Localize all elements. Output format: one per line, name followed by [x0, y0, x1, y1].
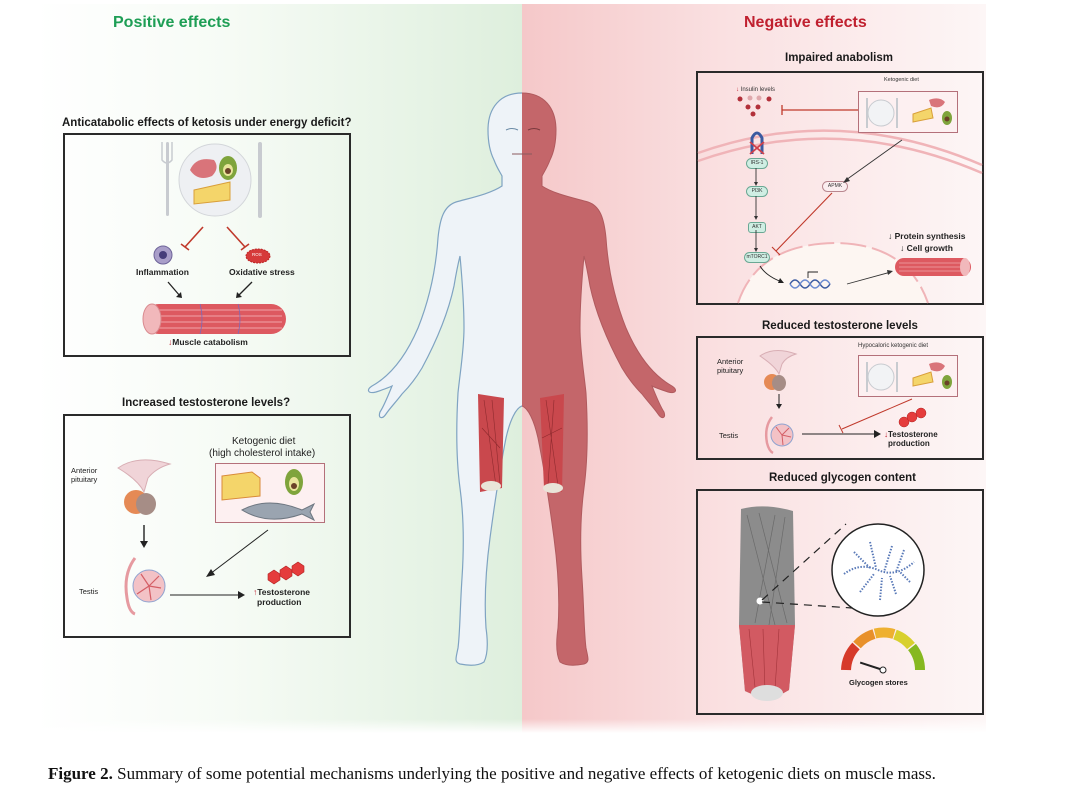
dna-transcription-icon: [759, 265, 831, 289]
human-body-illustration: [367, 92, 676, 666]
reduced-testosterone-panel: [696, 336, 984, 460]
insulin-levels-label: ↓ Insulin levels: [736, 87, 775, 93]
insulin-inhibition-line: [781, 105, 858, 115]
caption-text: Summary of some potential mechanisms und…: [112, 764, 936, 783]
gauge-needle: [859, 661, 884, 671]
ros-icon: [245, 248, 271, 264]
muscle-fiber-small-icon: [895, 258, 971, 276]
testis-to-testosterone-arrow: [170, 591, 245, 599]
testosterone-molecule-icon: [267, 561, 305, 585]
zoom-dashed-lines: [761, 523, 853, 609]
insulin-receptor-blocked-icon: [749, 131, 765, 155]
signaling-arrows: [754, 168, 758, 252]
reduced-glycogen-title: Reduced glycogen content: [769, 472, 916, 484]
testosterone-text: Testosterone: [888, 430, 938, 439]
diet-to-apmk-arrow: [843, 139, 903, 183]
negative-effects-header: Negative effects: [744, 14, 867, 31]
impaired-anabolism-title: Impaired anabolism: [785, 52, 894, 64]
positive-background: [36, 4, 522, 733]
ros-label: ROS: [252, 252, 262, 257]
down-arrow-icon: ↓: [736, 87, 739, 93]
figure-caption: Figure 2. Summary of some potential mech…: [48, 760, 1023, 787]
diet-to-testosterone-arrow: [206, 529, 269, 577]
plate-food-icon-2: [866, 362, 952, 392]
cell-growth-label: ↓ Cell growth: [900, 243, 953, 253]
anterior-text: Anterior: [71, 466, 98, 475]
converging-arrows: [167, 281, 253, 298]
cholesterol-foods-icon: [221, 469, 316, 522]
high-cholesterol-label: (high cholesterol intake): [209, 448, 316, 459]
impaired-anabolism-panel: [696, 71, 984, 305]
testis-label: Testis: [79, 587, 99, 596]
testis-to-testosterone-arrow-2: [802, 430, 881, 438]
right-thigh-muscle: [540, 394, 564, 493]
increased-testosterone-panel: [63, 414, 351, 638]
insulin-molecules-icon: [737, 95, 772, 117]
testosterone-molecule-icon-2: [898, 407, 927, 428]
face-icon: [505, 128, 541, 155]
hypocaloric-diet-label: Hypocaloric ketogenic diet: [858, 343, 929, 349]
muscle-catabolism-text: Muscle catabolism: [172, 337, 248, 347]
muscle-fiber-icon: [142, 303, 286, 335]
reduced-testosterone-title: Reduced testosterone levels: [762, 320, 918, 332]
apmk-inhibits-mtorc1-line: [771, 192, 833, 256]
diet-inhibits-testosterone-line: [838, 398, 913, 434]
irs1-node: IRS-1: [746, 158, 768, 169]
immune-cell-icon: [153, 245, 173, 265]
protein-synthesis-label: ↓ Protein synthesis: [888, 231, 966, 241]
dna-to-muscle-arrow: [846, 270, 893, 285]
production-text: production: [257, 596, 302, 607]
oxidative-stress-label: Oxidative stress: [229, 267, 295, 277]
inflammation-label: Inflammation: [136, 267, 189, 277]
thigh-muscle-icon: [739, 506, 795, 701]
testis-icon: [124, 557, 166, 616]
pi3k-node: PI3K: [746, 186, 768, 197]
insulin-text: Insulin levels: [740, 87, 776, 93]
pituitary-text: pituitary: [717, 365, 744, 375]
up-arrow-icon: ↑: [253, 587, 258, 597]
gauge-hub: [879, 666, 887, 674]
glycogen-stores-label: Glycogen stores: [849, 678, 908, 687]
mtorc1-node: mTORC1: [744, 252, 770, 263]
keto-plate-icon: [161, 142, 262, 218]
testis-icon-2: [764, 416, 794, 455]
pituitary-icon-2: [759, 350, 798, 391]
keto-diet-label: Ketogenic diet: [232, 436, 296, 447]
akt-node: AKT: [748, 222, 766, 233]
testis-label-2: Testis: [719, 431, 739, 440]
plate-food-icon: [866, 98, 952, 128]
figure-label: Figure 2.: [48, 764, 113, 783]
pituitary-icon: [117, 459, 172, 515]
anticatabolic-title: Anticatabolic effects of ketosis under e…: [62, 117, 352, 129]
down-arrow-icon: ↓: [168, 337, 173, 347]
glycogen-gauge-icon: [841, 627, 926, 674]
anabolism-diet-label: Ketogenic diet: [884, 77, 919, 83]
down-arrow-icon: ↓: [884, 430, 888, 439]
positive-effects-header: Positive effects: [113, 14, 231, 31]
pituitary-text: pituitary: [71, 474, 98, 484]
inhibition-arrows: [180, 226, 250, 251]
left-thigh-muscle: [478, 394, 504, 492]
apmk-node: APMK: [822, 181, 848, 192]
muscle-catabolism-label: ↓Muscle catabolism: [168, 337, 248, 348]
down-arrow-icon-2: [776, 394, 782, 409]
glycogen-molecule-icon: [831, 523, 925, 617]
reduced-glycogen-panel: [696, 489, 984, 715]
anterior-text: Anterior: [717, 357, 744, 366]
production-text: production: [888, 439, 930, 449]
increased-testosterone-title: Increased testosterone levels?: [122, 397, 291, 409]
down-arrow-icon: [140, 525, 148, 548]
testosterone-text: Testosterone: [257, 587, 310, 597]
anticatabolic-panel: [63, 133, 351, 357]
